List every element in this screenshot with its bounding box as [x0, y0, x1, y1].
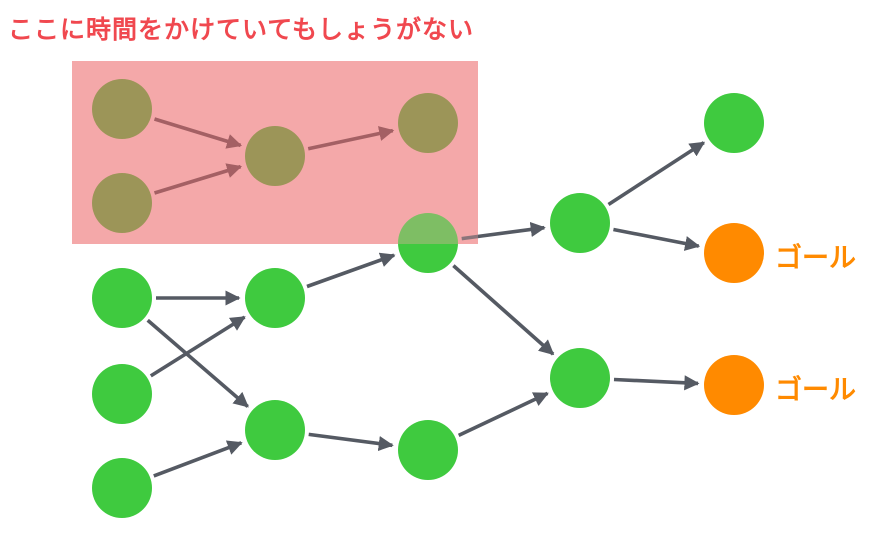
arrow-right-1-to-goal-1 — [613, 227, 701, 251]
arrow-src-3-to-mid-2 — [153, 440, 243, 478]
node-top-end — [398, 93, 458, 153]
node-src-2 — [92, 364, 152, 424]
arrow-junction-to-right-1 — [461, 221, 546, 241]
goal-label-2: ゴール — [775, 375, 856, 406]
arrow-mid-1-to-junction — [306, 252, 396, 289]
arrow-junction-to-right-2 — [452, 264, 555, 356]
arrow-mid-2-to-mid-3 — [308, 432, 394, 452]
goal-label-1: ゴール — [775, 243, 856, 274]
node-goal-1 — [704, 223, 764, 283]
node-top-mid — [245, 126, 305, 186]
arrow-top-src-2-to-top-mid — [153, 163, 243, 195]
node-end-top — [704, 93, 764, 153]
arrow-top-src-1-to-top-mid — [153, 117, 243, 149]
node-top-src-2 — [92, 173, 152, 233]
arrow-top-mid-to-top-end — [307, 126, 395, 151]
node-right-1 — [550, 193, 610, 253]
warning-title: ここに時間をかけていてもしょうがない — [8, 15, 475, 44]
arrow-src-2-to-mid-1 — [149, 315, 246, 378]
arrow-mid-3-to-right-2 — [457, 391, 549, 438]
node-mid-1 — [245, 268, 305, 328]
node-src-3 — [92, 458, 152, 518]
node-right-2 — [550, 348, 610, 408]
edges — [146, 117, 706, 478]
node-mid-2 — [245, 400, 305, 460]
node-junction — [398, 213, 458, 273]
highlight-overlay — [72, 61, 478, 244]
node-top-src-1 — [92, 79, 152, 139]
node-goal-2 — [704, 355, 764, 415]
node-mid-3 — [398, 420, 458, 480]
nodes — [92, 79, 764, 518]
arrow-right-2-to-goal-2 — [613, 375, 700, 391]
node-src-1 — [92, 268, 152, 328]
arrow-right-1-to-end-top — [607, 141, 706, 207]
arrow-src-1-to-mid-2 — [146, 318, 249, 408]
